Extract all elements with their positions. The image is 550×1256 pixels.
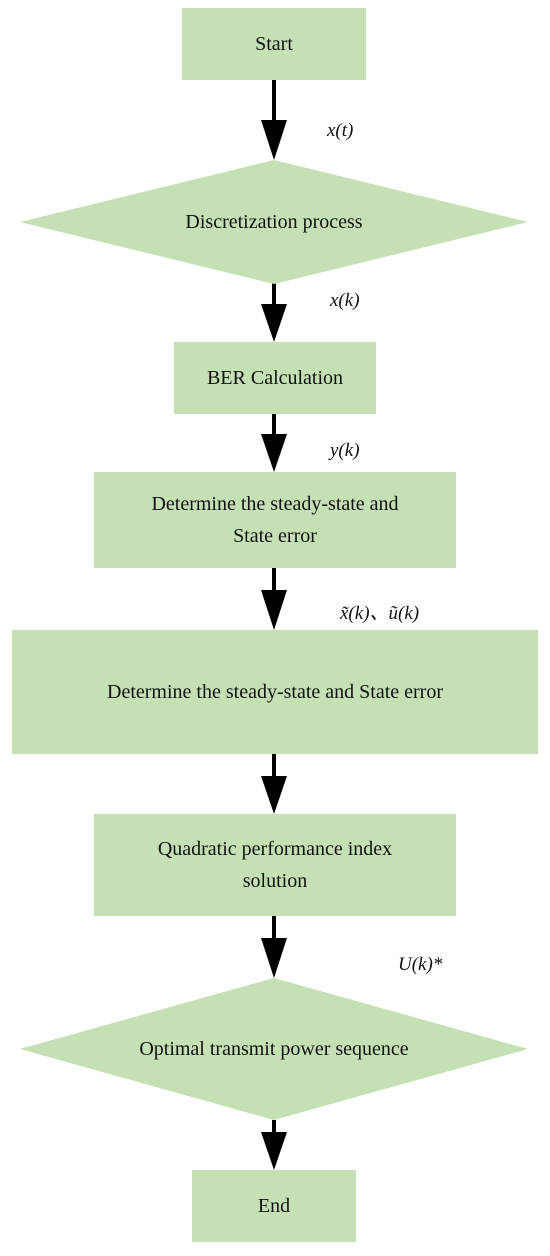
steady-state-1-line1: Determine the steady-state and bbox=[151, 493, 399, 515]
optimal-diamond bbox=[20, 978, 528, 1120]
quadratic-line2: solution bbox=[242, 870, 308, 892]
end-label: End bbox=[257, 1195, 291, 1217]
arrow-optimal-end bbox=[261, 1120, 287, 1170]
steady-state-node-1: Determine the steady-state and State err… bbox=[94, 472, 456, 568]
end-node: End bbox=[192, 1170, 356, 1242]
arrow-steady1-steady2 bbox=[261, 568, 287, 630]
discretization-diamond bbox=[20, 160, 528, 284]
start-label: Start bbox=[255, 33, 293, 55]
quadratic-performance-node: Quadratic performance index solution bbox=[94, 814, 456, 916]
steady-state-2-label: Determine the steady-state and State err… bbox=[107, 681, 443, 703]
arrow-start-discretization bbox=[261, 80, 287, 160]
ber-calculation-node: BER Calculation bbox=[174, 342, 376, 414]
steady-state-node-2: Determine the steady-state and State err… bbox=[12, 630, 538, 754]
edge-label-xk: x(k) bbox=[330, 290, 360, 311]
discretization-label: Discretization process bbox=[185, 210, 363, 233]
arrow-discretization-ber bbox=[261, 282, 287, 342]
arrow-ber-steady1 bbox=[261, 414, 287, 472]
optimal-label: Optimal transmit power sequence bbox=[139, 1037, 409, 1060]
edge-label-x-tilde-u-tilde: x̃(k)、ũ(k) bbox=[340, 603, 420, 624]
edge-label-yk: y(k) bbox=[330, 440, 360, 461]
edge-label-xt: x(t) bbox=[327, 120, 354, 141]
start-node: Start bbox=[182, 8, 366, 80]
arrow-quad-optimal bbox=[261, 916, 287, 978]
edge-label-uk-star: U(k)* bbox=[398, 954, 443, 975]
steady-state-1-line2: State error bbox=[233, 525, 317, 547]
ber-label: BER Calculation bbox=[206, 367, 344, 389]
quadratic-line1: Quadratic performance index bbox=[157, 838, 393, 860]
arrow-steady2-quad bbox=[261, 754, 287, 814]
